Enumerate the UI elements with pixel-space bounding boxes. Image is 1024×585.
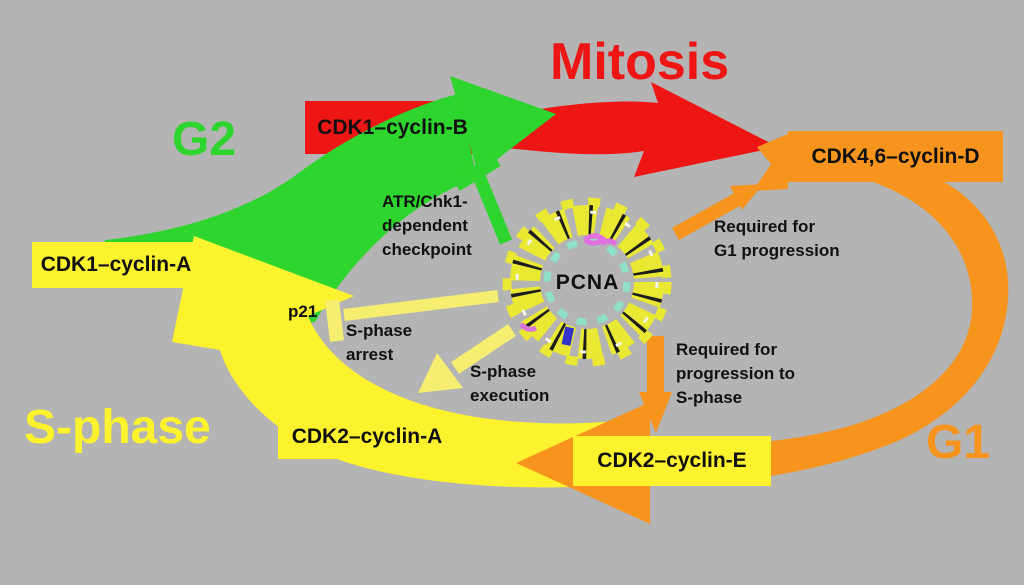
cdk2-cyclin-a-label: CDK2–cyclin-A xyxy=(278,415,456,459)
g1-arrow-band xyxy=(646,178,1009,485)
annotation-atr-chk1-checkpoint: ATR/Chk1- dependent checkpoint xyxy=(382,192,472,259)
required-g1-arrow-stem xyxy=(672,191,745,240)
annotation-s-phase-arrest: S-phase arrest xyxy=(346,321,413,364)
g2-arrowhead xyxy=(450,76,556,174)
phase-label-g2: G2 xyxy=(172,113,237,166)
pcna-structure xyxy=(502,197,672,367)
g2-arrow-band xyxy=(105,94,477,330)
cdk1-cyclin-b-label: CDK1–cyclin-B xyxy=(317,115,468,139)
cdk2-cyclin-e-label: CDK2–cyclin-E xyxy=(573,436,771,486)
annotation-required-s: Required for progression to S-phase xyxy=(676,340,796,407)
required-s-arrow-stem xyxy=(647,336,664,394)
phase-label-mitosis: Mitosis xyxy=(550,33,730,91)
pcna-blue-strand xyxy=(561,326,575,346)
annotation-s-phase-execution: S-phase execution xyxy=(470,362,550,405)
pcna-magenta-helix xyxy=(583,233,618,247)
pcna-outer-fringe xyxy=(502,197,672,367)
s-phase-execution-arrowhead xyxy=(418,353,463,393)
pcna-magenta-accent xyxy=(519,322,538,332)
required-g1-arrowhead xyxy=(730,184,763,210)
cdk4-6-cyclin-d-label: CDK4,6–cyclin-D xyxy=(788,131,1003,182)
annotation-p21: p21 xyxy=(288,302,318,321)
pcna-highlights xyxy=(515,210,659,354)
pcna-label: PCNA xyxy=(555,271,620,294)
mitosis-arrow xyxy=(506,82,778,177)
s-phase-execution-arrow-stem xyxy=(451,324,516,374)
phase-label-g1: G1 xyxy=(926,416,991,469)
checkpoint-inhibition-cap xyxy=(452,154,501,191)
pcna-beta-ring xyxy=(510,205,664,359)
annotation-required-g1: Required for G1 progression xyxy=(714,217,840,260)
checkpoint-inhibition-stem xyxy=(472,173,513,245)
p21-inhibition-cap xyxy=(325,299,344,342)
phase-label-s-phase: S-phase xyxy=(24,401,211,454)
cdk1-cyclin-a-label: CDK1–cyclin-A xyxy=(32,242,200,288)
required-s-arrowhead xyxy=(639,392,672,433)
pcna-helices xyxy=(543,238,631,326)
p21-inhibition-stem xyxy=(343,290,499,321)
g1-box-tail-notch xyxy=(753,134,788,191)
